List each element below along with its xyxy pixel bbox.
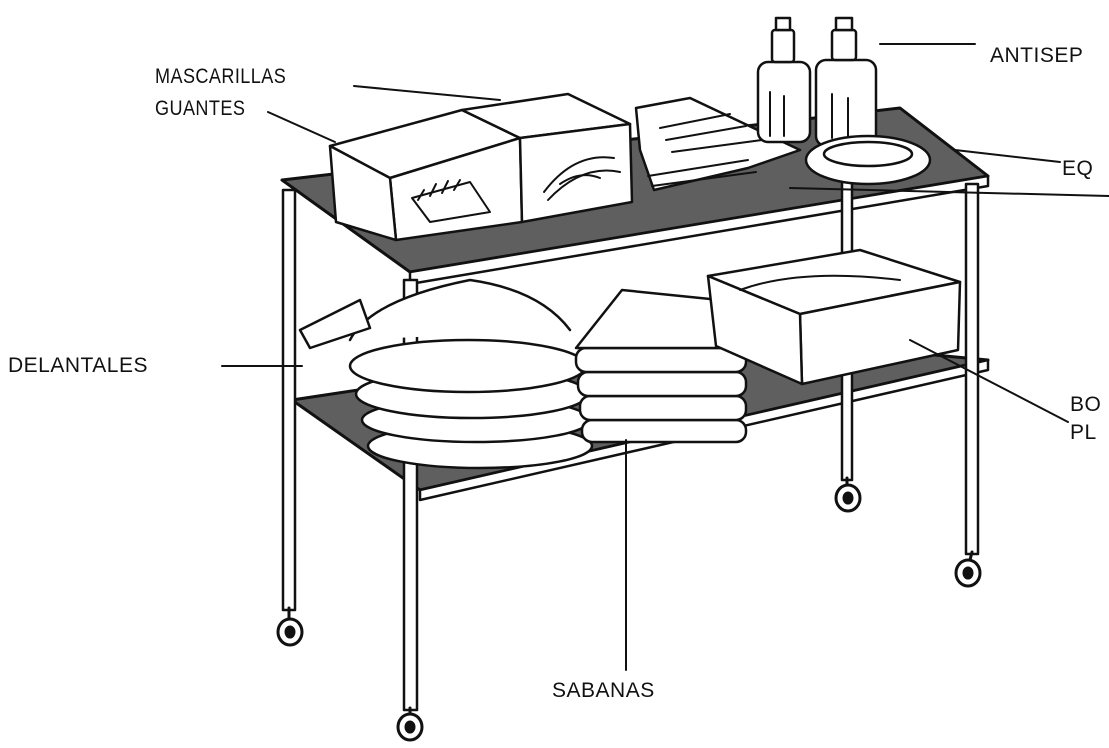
mascarillas-label: MASCARILLAS (155, 66, 286, 87)
sabanas-label: SABANAS (552, 680, 655, 701)
kidney-basin (806, 136, 930, 184)
glove-box (330, 110, 522, 240)
apron-stack (300, 280, 592, 468)
delantales-label: DELANTALES (8, 355, 148, 376)
bolsas-label-line2: PL (1070, 422, 1097, 443)
wheel-front-left (398, 708, 422, 740)
wheel-back-left (278, 608, 302, 645)
guantes-label: GUANTES (155, 98, 245, 119)
antiseptic-bottle-left (758, 18, 810, 142)
equipo-label: EQ (1062, 158, 1093, 179)
bolsas-label-line1: BO (1070, 394, 1101, 415)
wheel-back-right (836, 478, 860, 511)
antiseptic-bottle-right (816, 18, 876, 146)
wheel-front-right (956, 552, 980, 586)
antiseptico-label: ANTISEP (990, 45, 1083, 66)
